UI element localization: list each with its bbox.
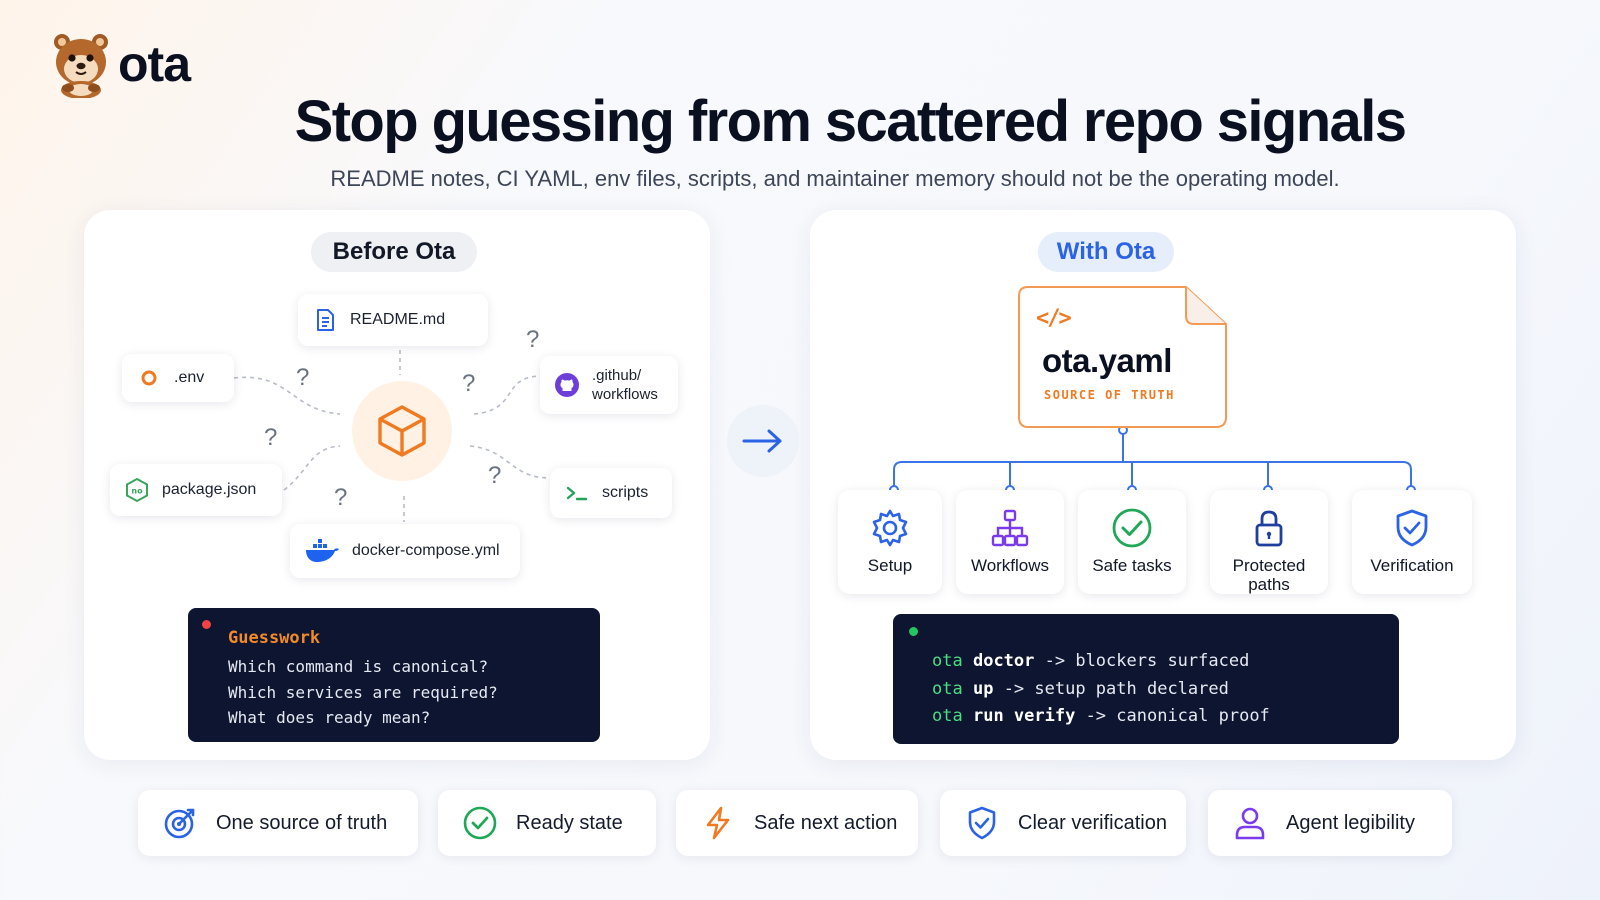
feature-card-workflows: Workflows [956,490,1064,594]
terminal-line: ota doctor -> blockers surfaced [932,651,1250,671]
transition-arrow [727,405,799,477]
readme-label: README.md [350,311,446,328]
env-chip: .env [122,354,234,402]
file-card-icon [1018,286,1227,428]
benefit-label: Agent legibility [1286,811,1415,834]
question-mark: ? [526,326,540,353]
scripts-chip: scripts [550,468,672,518]
repo-box [352,381,452,481]
code-icon: </> [1036,306,1072,331]
github-label-line1: .github/ [592,367,642,384]
feature-label: Protected paths [1232,556,1306,594]
question-mark: ? [264,424,278,451]
ota-yaml-file: </> ota.yaml SOURCE OF TRUTH [1018,286,1228,428]
feature-card-protected-paths: Protected paths [1210,490,1328,594]
github-label-line2: workflows [592,386,658,403]
package-json-chip: no package.json [110,464,282,516]
svg-text:no: no [131,487,143,496]
shield-check-icon [1390,506,1434,550]
feature-label: Setup [867,556,913,575]
guesswork-terminal: Guesswork Which command is canonical? Wh… [188,608,600,742]
otter-mascot-icon [54,34,108,98]
benefit-clear-verification: Clear verification [940,790,1186,856]
benefit-label: Ready state [516,811,623,834]
arrow-right-icon [742,429,782,453]
benefit-agent-legibility: Agent legibility [1208,790,1452,856]
before-label: Before Ota [311,232,477,272]
question-mark: ? [462,370,476,397]
file-tag: SOURCE OF TRUTH [1044,388,1175,402]
terminal-prompt-icon [564,480,590,506]
feature-card-setup: Setup [838,490,942,594]
github-icon [554,372,580,398]
benefit-label: One source of truth [216,811,388,834]
workflow-icon [988,506,1032,550]
shield-check-icon [968,806,996,840]
terminal-line: Which services are required? [228,682,498,702]
docker-whale-icon [304,538,340,564]
feature-label: Verification [1370,556,1454,575]
nodejs-icon: no [124,477,150,503]
env-label: .env [174,369,205,386]
page-title: Stop guessing from scattered repo signal… [294,89,1407,154]
benefit-safe-next-action: Safe next action [676,790,918,856]
package-json-label: package.json [162,481,257,498]
terminal-line: What does ready mean? [228,708,431,727]
docker-compose-chip: docker-compose.yml [290,524,520,578]
status-dot-green [909,627,918,636]
benefit-one-source-of-truth: One source of truth [138,790,418,856]
lightning-icon [706,806,730,840]
question-mark: ? [296,364,310,391]
circle-icon [136,365,162,391]
page-subtitle: README notes, CI YAML, env files, script… [330,166,1340,191]
terminal-line: Which command is canonical? [228,657,489,676]
status-dot-red [202,620,211,629]
question-mark: ? [334,484,348,511]
feature-card-verification: Verification [1352,490,1472,594]
benefit-label: Clear verification [1018,811,1167,834]
feature-label: Workflows [970,556,1050,575]
document-icon [312,307,338,333]
benefit-label: Safe next action [754,811,898,834]
question-mark: ? [488,462,502,489]
brand-logo: ota [50,30,191,98]
benefit-ready-state: Ready state [438,790,656,856]
terminal-line: ota up -> setup path declared [932,678,1229,699]
scripts-label: scripts [602,484,649,501]
terminal-line: ota run verify -> canonical proof [932,706,1270,726]
target-icon [164,808,195,839]
file-name: ota.yaml [1042,342,1172,379]
user-icon [1235,807,1265,840]
gear-icon [868,506,912,550]
with-label: With Ota [1038,232,1174,272]
docker-compose-label: docker-compose.yml [352,542,500,559]
github-workflows-chip: .github/ workflows [540,356,678,414]
brand-name: ota [118,36,191,92]
lock-icon [1247,506,1291,550]
ota-commands-terminal: ota doctor -> blockers surfaced ota up -… [893,614,1399,744]
check-circle-icon [1110,506,1154,550]
cube-icon [378,405,426,457]
check-circle-icon [463,806,497,840]
feature-label: Safe tasks [1092,556,1172,575]
readme-chip: README.md [298,294,488,346]
terminal-title: Guesswork [228,628,321,648]
feature-card-safe-tasks: Safe tasks [1078,490,1186,594]
